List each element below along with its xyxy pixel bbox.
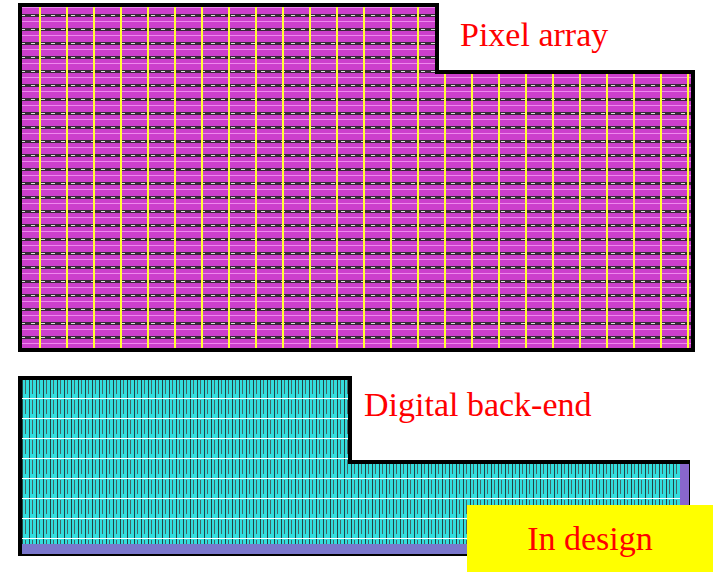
pixel-column-lines bbox=[22, 7, 691, 348]
pixel-array-fill bbox=[22, 7, 691, 348]
region-label: Pixel array bbox=[456, 16, 612, 53]
status-box: In design bbox=[467, 505, 713, 572]
status-text: In design bbox=[527, 520, 653, 557]
pixel-array-outline bbox=[18, 3, 695, 352]
region-label: Digital back-end bbox=[360, 386, 596, 423]
